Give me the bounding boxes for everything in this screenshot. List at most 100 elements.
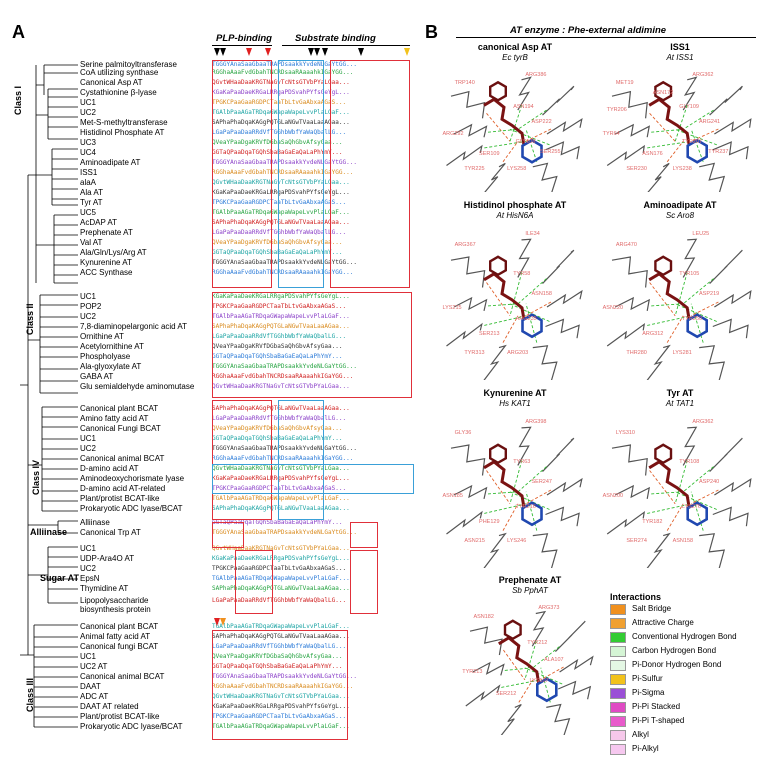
residue-stick — [469, 626, 503, 656]
residue-label: TYR237 — [708, 148, 729, 155]
legend-swatch — [610, 674, 626, 685]
structure-title: canonical Asp AT — [477, 42, 553, 52]
tree-leaf: Plant/protist BCAT-like — [80, 494, 160, 503]
tree-leaf: UC3 — [80, 138, 97, 147]
interaction-line — [532, 646, 560, 669]
tree-leaf: UC2 — [80, 312, 97, 321]
interaction-line — [649, 470, 676, 505]
residue-stick — [557, 680, 592, 700]
phenyl-ring — [503, 619, 522, 641]
residue-stick — [453, 484, 488, 500]
interaction-line — [486, 470, 511, 505]
ligand-interaction-diagram — [446, 426, 583, 568]
tree-leaf: Prokaryotic ADC lyase/BCAT — [80, 722, 183, 731]
residue-label: GLY108 — [515, 139, 536, 146]
panel-a-letter: A — [12, 22, 25, 42]
phenyl-ring — [489, 255, 508, 277]
panel-b-title: AT enzyme : Phe-external aldimine — [510, 25, 667, 36]
ligand-interaction-diagram — [465, 610, 594, 735]
alignment-row: TGGGYAnaSaaGbaaTRAPDsaakkYvdeNLGaYtGG... — [212, 61, 357, 68]
interaction-line — [674, 460, 688, 504]
tree-leaf: Canonical animal BCAT — [80, 454, 165, 463]
alignment-row: SAPhaPhaDqaKAGgPQTGLaNGwTVaaLaaAGaa... — [212, 505, 350, 512]
alignment-row: QVeaYPaaDgaKRVfDGbaSaQhGbvAfsyGaa... — [212, 425, 343, 432]
residue-stick — [532, 162, 558, 192]
residue-label: ARG362 — [692, 71, 714, 78]
interaction-line — [682, 466, 714, 493]
tree-leaf: Tyr AT — [80, 198, 103, 207]
box-sugar-at — [235, 550, 273, 614]
interaction-line — [647, 503, 692, 514]
tree-leaf: Canonical plant BCAT — [80, 404, 159, 413]
structure-organism: At TAT1 — [665, 399, 695, 408]
alignment-row: LGaPaPaaDaaRRdVfTGGhbWbfYaWaQbalLG... — [212, 643, 347, 650]
interaction-line — [484, 140, 527, 149]
alignment-row: TGAlbPaaAGaTRDqaGWapaWapeLvvPlaLGaF... — [212, 623, 350, 630]
residue-stick — [712, 141, 749, 160]
residue-stick — [546, 118, 583, 135]
residue-label: TYR63 — [513, 459, 531, 466]
residue-stick — [542, 437, 575, 473]
black-arrow — [214, 48, 220, 56]
interaction-line — [651, 491, 684, 495]
residue-label: ASN200 — [602, 493, 624, 500]
residue-label: SER274 — [626, 537, 647, 544]
residue-stick — [611, 444, 648, 476]
residue-stick — [542, 249, 575, 285]
residue-label: ALA107 — [544, 656, 564, 663]
tree-leaf: Thymidine AT — [80, 584, 129, 593]
plp-box-class-i — [212, 60, 272, 288]
tree-leaf: UC2 — [80, 444, 97, 453]
tree-leaf: biosynthesis protein — [80, 605, 151, 614]
box-sugar-at-2 — [350, 550, 378, 614]
alignment-row: GGTaQPaaDqaTGQhSbaBaGaEaQaLaPhYmY... — [212, 353, 343, 360]
interaction-line — [487, 491, 519, 495]
tree-leaf: Canonical Asp AT — [80, 78, 143, 87]
black-arrow — [308, 48, 314, 56]
blue-box-class-iv — [278, 400, 324, 520]
residue-label: TYR206 — [606, 107, 627, 114]
residue-stick — [611, 90, 648, 119]
ligand-interaction-diagram — [446, 238, 583, 380]
interaction-line — [675, 128, 717, 146]
residue-label: TYR216 — [515, 503, 536, 510]
alignment-row: RGGhaAaaFvdGbahTNCRDsaaRAaaahkIGaYGG... — [212, 373, 354, 380]
alignment-row: TGAlbPaaAGaTRDqaGWapaWapeLvvPlaLGaF... — [212, 109, 350, 116]
residue-stick — [446, 144, 483, 166]
residue-stick — [446, 322, 483, 347]
residue-stick — [483, 532, 507, 568]
red-arrow — [246, 48, 252, 56]
alignment-row: KGaKaPaaDaeKRGaLRRgaPDSvahPYfsGeYgL... — [212, 89, 350, 96]
tree-leaf: Prokaryotic ADC lyase/BCAT — [80, 504, 183, 513]
residue-label: LYS238 — [672, 166, 692, 173]
orange-arrow — [220, 618, 226, 626]
interaction-line — [509, 303, 550, 322]
alignment-row: GGTaQPaaDqaTGQhSbaBaGaEaQaLaPhYmY... — [212, 149, 343, 156]
interaction-line — [517, 466, 547, 493]
alignment-row: RGGhaAaaFvdGbahTNCRDsaaRAaaahkIGaYGG... — [212, 683, 354, 690]
tree-leaf: D-amino acid AT — [80, 464, 139, 473]
alignment-row: LGaPaPaaDaaRRdVfTGGhbWbfYaWaQbalLG... — [212, 333, 347, 340]
interaction-line — [501, 679, 541, 688]
residue-label: ASP222 — [531, 119, 552, 126]
residue-label: ASN185 — [442, 493, 463, 500]
residue-stick — [714, 477, 752, 496]
interaction-line — [674, 104, 688, 142]
structure-title: Histidinol phosphate AT — [463, 200, 567, 210]
residue-stick — [614, 123, 651, 138]
panel-b-letter: B — [425, 22, 438, 42]
plp-ring — [521, 313, 543, 339]
interaction-line — [502, 503, 519, 531]
residue-stick — [712, 506, 749, 527]
tree-leaf: Glu semialdehyde aminomutase — [80, 382, 195, 391]
alignment-row: TGGGYAnaSaaGbaaTRAPDsaakkYvdeNLGaYtGG... — [212, 363, 357, 370]
tree-leaf: Canonical plant BCAT — [80, 622, 159, 631]
phenyl-ring — [489, 80, 508, 102]
residue-stick — [682, 76, 698, 111]
tree-leaf: Histidinol Phosphate AT — [80, 128, 165, 137]
tree-leaf: ACC Synthase — [80, 268, 133, 277]
interaction-line — [651, 128, 684, 133]
residue-label: ASN194 — [513, 103, 534, 110]
legend-swatch — [610, 716, 626, 727]
